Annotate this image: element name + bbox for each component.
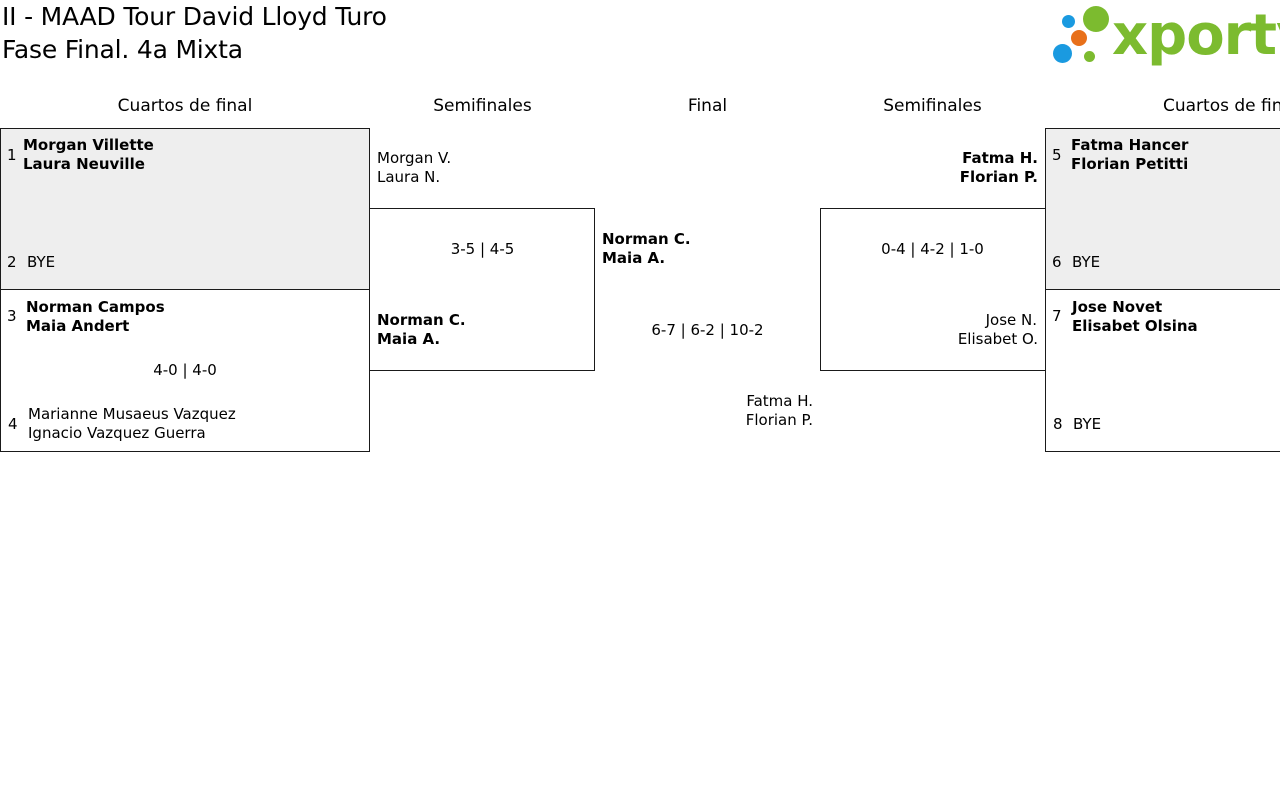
xporty-logo: xporty [1050, 4, 1280, 68]
phase-subtitle: Fase Final. 4a Mixta [2, 35, 243, 64]
logo-dot-green-small [1084, 51, 1095, 62]
match-box-left-sf [369, 208, 595, 371]
team-player: Fatma Hancer [1071, 136, 1189, 154]
seed-number: 2 [7, 253, 17, 271]
bye-label: BYE [1073, 415, 1102, 433]
match-score: 3-5 | 4-5 [450, 240, 515, 258]
team-player: Laura Neuville [23, 155, 145, 173]
round-header-left-quarters: Cuartos de final [117, 96, 253, 116]
team-player: Maia A. [602, 249, 666, 267]
team-player: Ignacio Vazquez Guerra [28, 424, 206, 442]
team-player: Norman C. [602, 230, 691, 248]
seed-number: 7 [1052, 307, 1062, 325]
tournament-title: II - MAAD Tour David Lloyd Turo [2, 2, 387, 31]
logo-dot-orange [1071, 30, 1087, 46]
logo-wordmark: xporty [1112, 3, 1280, 68]
team-player: Florian P. [959, 168, 1038, 186]
seed-number: 6 [1052, 253, 1062, 271]
match-score: 4-0 | 4-0 [153, 361, 217, 379]
logo-dot-blue-small [1062, 15, 1075, 28]
bye-label: BYE [1072, 253, 1101, 271]
match-score: 6-7 | 6-2 | 10-2 [651, 321, 764, 339]
seed-number: 5 [1052, 146, 1062, 164]
team-player: Marianne Musaeus Vazquez [28, 405, 236, 423]
match-box-right-qf2 [1045, 289, 1280, 452]
logo-dot-blue [1053, 44, 1072, 63]
round-header-final: Final [687, 96, 728, 116]
round-header-right-semis: Semifinales [883, 96, 982, 116]
team-player: Norman C. [377, 311, 466, 329]
logo-dot-green [1083, 6, 1109, 32]
team-player: Fatma H. [746, 392, 813, 410]
match-score: 0-4 | 4-2 | 1-0 [881, 240, 984, 258]
seed-number: 1 [7, 146, 17, 164]
seed-number: 3 [7, 307, 17, 325]
team-player: Laura N. [377, 168, 441, 186]
team-player: Elisabet O. [957, 330, 1038, 348]
team-player: Maia A. [377, 330, 441, 348]
bye-label: BYE [27, 253, 56, 271]
match-box-left-qf1 [0, 128, 370, 290]
team-player: Florian Petitti [1071, 155, 1189, 173]
team-player: Jose Novet [1072, 298, 1163, 316]
team-player: Morgan V. [377, 149, 452, 167]
round-header-left-semis: Semifinales [433, 96, 532, 116]
team-player: Florian P. [745, 411, 813, 429]
team-player: Maia Andert [26, 317, 130, 335]
team-player: Morgan Villette [23, 136, 154, 154]
team-player: Jose N. [985, 311, 1037, 329]
seed-number: 8 [1053, 415, 1063, 433]
team-player: Elisabet Olsina [1072, 317, 1198, 335]
team-player: Norman Campos [26, 298, 165, 316]
round-header-right-quarters: Cuartos de final [1163, 96, 1280, 116]
team-player: Fatma H. [962, 149, 1038, 167]
match-box-right-qf1 [1045, 128, 1280, 290]
seed-number: 4 [8, 415, 18, 433]
